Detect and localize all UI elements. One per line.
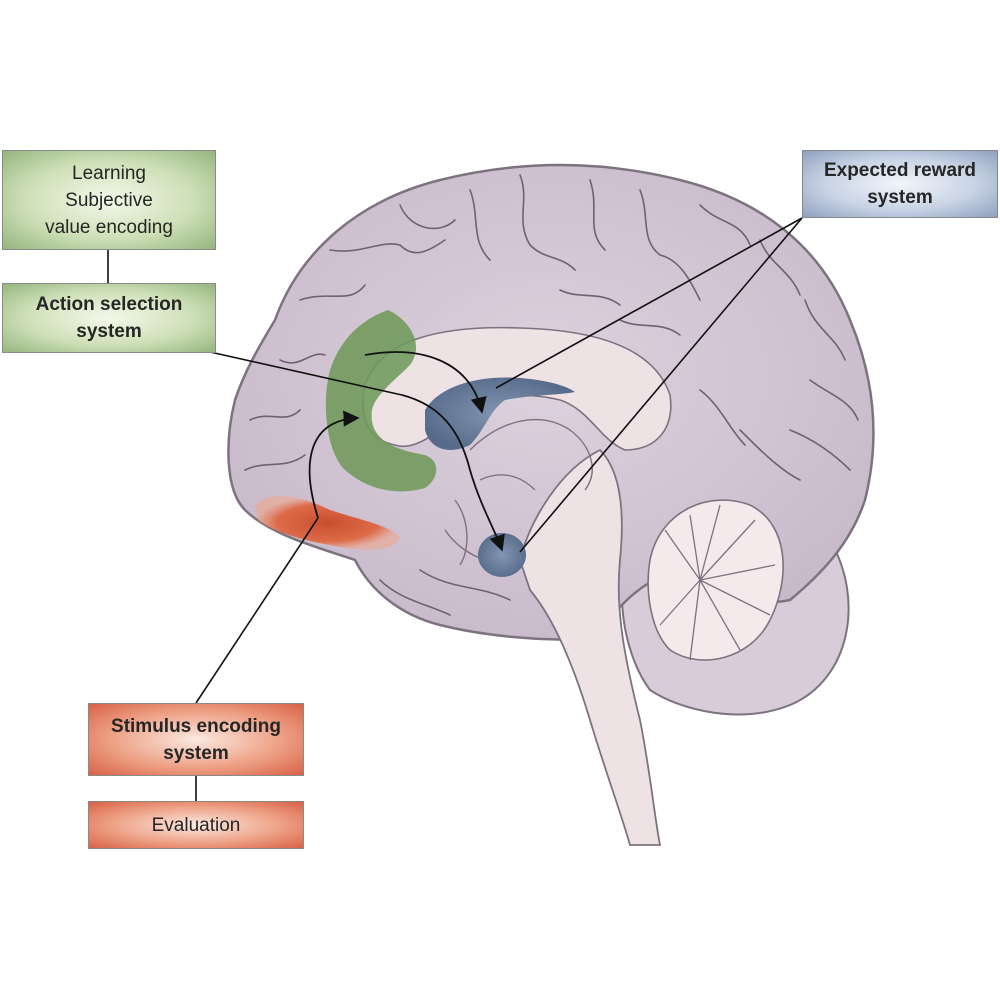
arrow-to-action-selection [308, 410, 360, 519]
sulci [244, 174, 859, 616]
brainstem [519, 448, 662, 846]
label-action-selection: Action selection system [2, 283, 216, 353]
cerebellum-folia [647, 499, 784, 661]
label-stimulus-encoding: Stimulus encoding system [88, 703, 304, 776]
arrow-to-midbrain [401, 394, 505, 552]
connector-lines [107, 217, 803, 801]
action-selection-region [325, 310, 437, 492]
label-evaluation: Evaluation [88, 801, 304, 849]
label-expected-reward: Expected reward system [802, 150, 998, 218]
stimulus-encoding-region [255, 495, 400, 550]
arrow-to-striatum [364, 351, 487, 414]
label-learning: Learning Subjective value encoding [2, 150, 216, 250]
expected-reward-region-midbrain [478, 533, 526, 577]
expected-reward-region-striatum [425, 377, 575, 450]
pathway-arrows [308, 351, 505, 552]
midbrain-structures [444, 418, 593, 566]
